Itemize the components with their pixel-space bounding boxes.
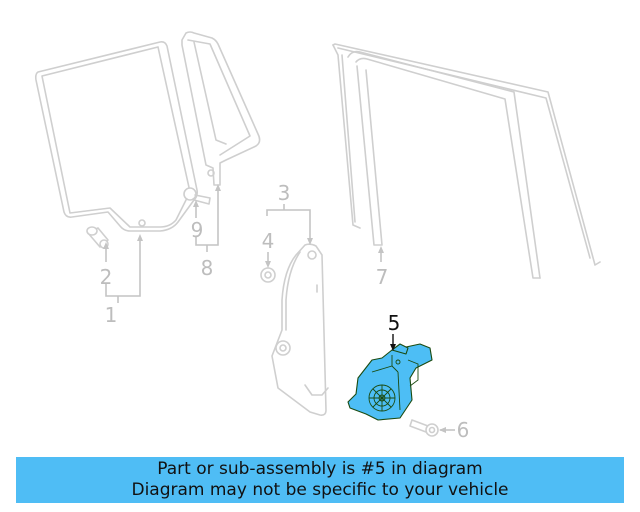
quarter-glass-part-8[interactable] (181, 31, 261, 186)
window-motor-part-5[interactable] (347, 343, 433, 421)
parts-diagram: 1 2 9 8 3 4 5 6 7 (34, 31, 601, 442)
glass-stud-part-2[interactable] (86, 226, 109, 249)
callout-6: 6 (439, 418, 469, 442)
banner-line-disclaimer: Diagram may not be specific to your vehi… (131, 480, 509, 500)
svg-text:3: 3 (278, 181, 291, 205)
part-info-banner: Part or sub-assembly is #5 in diagram Di… (16, 457, 624, 503)
svg-text:5: 5 (388, 311, 401, 335)
callout-1: 1 2 (100, 234, 143, 327)
window-regulator-part-3[interactable] (271, 243, 329, 416)
svg-text:2: 2 (100, 265, 113, 289)
svg-text:8: 8 (201, 256, 214, 280)
callout-7: 7 (376, 246, 389, 289)
screw-part-6[interactable] (409, 419, 439, 437)
svg-text:4: 4 (262, 229, 275, 253)
svg-text:9: 9 (191, 218, 204, 242)
nut-part-4[interactable] (260, 267, 276, 283)
svg-text:1: 1 (105, 303, 118, 327)
svg-text:6: 6 (457, 418, 470, 442)
banner-line-part-number: Part or sub-assembly is #5 in diagram (157, 459, 483, 479)
bolt-part-9[interactable] (183, 187, 211, 205)
callout-3-4: 3 4 (262, 181, 313, 268)
door-glass-part-1[interactable] (34, 41, 198, 232)
callout-5: 5 (388, 311, 401, 351)
callout-8-9: 9 8 (191, 184, 221, 280)
door-frame-part-7[interactable] (332, 43, 601, 279)
svg-text:7: 7 (376, 265, 389, 289)
